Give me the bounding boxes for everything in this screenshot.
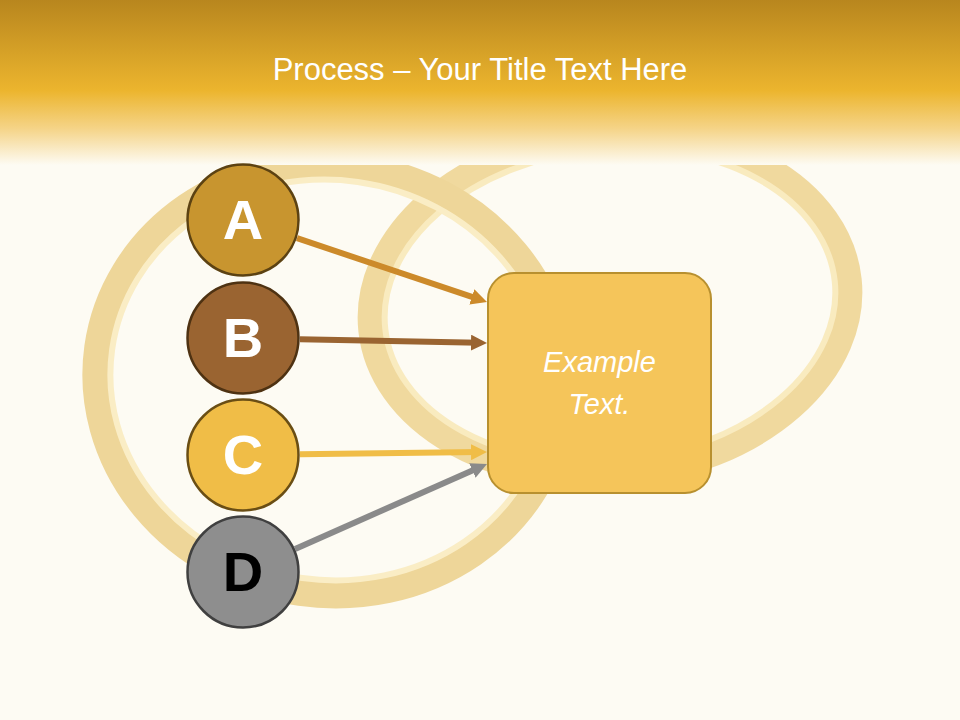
connector-arrow xyxy=(297,238,479,299)
circle-shape xyxy=(188,283,299,394)
connector-arrow xyxy=(300,339,479,343)
circle-shape xyxy=(188,400,299,511)
slide-title: Process – Your Title Text Here xyxy=(0,52,960,88)
text-holder: Example Text. xyxy=(487,272,712,494)
text-holder: C xyxy=(186,398,300,512)
wedding-rings xyxy=(67,111,866,626)
step-circle: C xyxy=(186,398,300,512)
box-text: Example Text. xyxy=(530,341,670,425)
circle-shape xyxy=(188,517,299,628)
text-holder: B xyxy=(186,281,300,395)
text-holder: A xyxy=(186,163,300,277)
connector-arrow xyxy=(300,452,479,454)
connector-arrow xyxy=(295,467,480,549)
step-circle: A xyxy=(186,163,300,277)
circle-shape xyxy=(188,165,299,276)
header-band xyxy=(0,0,960,165)
step-letter: C xyxy=(223,427,263,483)
box-shape xyxy=(488,273,711,493)
step-circle: B xyxy=(186,281,300,395)
process-box: Example Text. xyxy=(487,272,712,494)
box-outline xyxy=(487,272,712,494)
step-letter: D xyxy=(223,544,263,600)
text-holder: D xyxy=(186,515,300,629)
step-letter: B xyxy=(223,310,263,366)
step-circle: D xyxy=(186,515,300,629)
step-letter: A xyxy=(223,192,263,248)
